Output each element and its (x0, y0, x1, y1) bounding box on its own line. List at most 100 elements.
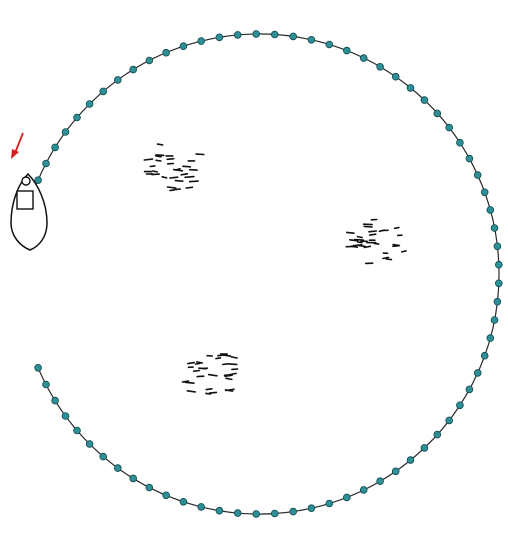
float-icon (146, 57, 153, 64)
float-icon (308, 36, 315, 43)
float-icon (290, 508, 297, 515)
fish-icon (206, 389, 212, 390)
fish-icon (210, 392, 217, 393)
float-icon (392, 73, 399, 80)
float-icon (343, 47, 350, 54)
float-icon (377, 478, 384, 485)
float-icon (360, 55, 367, 62)
fish-icon (144, 159, 152, 160)
float-icon (130, 475, 137, 482)
boat-winch (22, 177, 30, 185)
float-icon (421, 445, 428, 452)
float-icon (407, 85, 414, 92)
fish-icon (188, 363, 194, 364)
float-icon (130, 66, 137, 73)
fish-icon (370, 234, 376, 235)
float-icon (446, 417, 453, 424)
float-icon (487, 207, 494, 214)
float-icon (494, 243, 501, 250)
fish-icon (358, 237, 363, 238)
fish-icon (181, 174, 187, 175)
float-icon (52, 397, 59, 404)
fish-icon (395, 228, 399, 229)
float-icon (481, 189, 488, 196)
fish-icon (170, 177, 178, 178)
float-icon (434, 110, 441, 117)
fish-icon (226, 378, 232, 379)
float-icon (100, 88, 107, 95)
float-icon (234, 510, 241, 517)
fish-icon (223, 364, 228, 365)
float-icon (308, 505, 315, 512)
fish-icon (153, 171, 157, 172)
float-icon (491, 225, 498, 232)
fish-icon (347, 232, 354, 233)
fish-icon (393, 245, 399, 246)
float-icon (466, 386, 473, 393)
float-icon (43, 381, 50, 388)
float-icon (86, 441, 93, 448)
float-icon (421, 97, 428, 104)
fish-icon (185, 382, 194, 383)
float-icon (343, 494, 350, 501)
float-icon (474, 370, 481, 377)
fish-icon (158, 144, 163, 145)
float-icon (198, 38, 205, 45)
float-icon (360, 487, 367, 494)
float-icon (216, 507, 223, 514)
float-icon (377, 63, 384, 70)
fish-icon (197, 362, 203, 363)
fish-icon (358, 242, 362, 243)
float-icon (163, 492, 170, 499)
float-icon (198, 504, 205, 511)
float-icon (392, 468, 399, 475)
fish-icon (162, 177, 166, 178)
float-icon (180, 498, 187, 505)
fish-icon (190, 181, 199, 182)
float-icon (216, 34, 223, 41)
float-icon (326, 500, 333, 507)
float-icon (446, 124, 453, 131)
float-icon (253, 31, 260, 38)
float-icon (86, 101, 93, 108)
fish-icon (231, 357, 237, 358)
float-icon (62, 413, 69, 420)
float-icon (62, 129, 69, 136)
float-icon (466, 155, 473, 162)
fish-icon (186, 187, 192, 188)
float-icon (100, 453, 107, 460)
fish-icon (196, 363, 200, 364)
float-icon (495, 261, 502, 268)
fish-icon (175, 181, 182, 182)
float-icon (326, 41, 333, 48)
float-icon (180, 43, 187, 50)
fish-icon (183, 166, 191, 167)
fish-icon (156, 160, 161, 161)
fish-icon (374, 244, 378, 245)
fish-icon (229, 364, 237, 365)
float-icon (494, 298, 501, 305)
fish-icon (150, 166, 155, 167)
fish-icon (167, 159, 174, 160)
float-icon (52, 144, 59, 151)
float-icon (253, 511, 260, 518)
fish-icon (216, 358, 221, 359)
float-icon (114, 465, 121, 472)
float-icon (271, 31, 278, 38)
float-icon (481, 352, 488, 359)
float-icon (146, 484, 153, 491)
fish-icon (402, 251, 406, 252)
float-icon (114, 77, 121, 84)
fish-icon (187, 391, 195, 392)
float-icon (434, 431, 441, 438)
fish-icon (364, 226, 372, 227)
fish-icon (383, 257, 389, 258)
float-icon (74, 427, 81, 434)
float-icon (407, 457, 414, 464)
fish-icon (369, 231, 376, 232)
float-icon (35, 364, 42, 371)
fish-icon (174, 189, 180, 190)
float-icon (74, 114, 81, 121)
